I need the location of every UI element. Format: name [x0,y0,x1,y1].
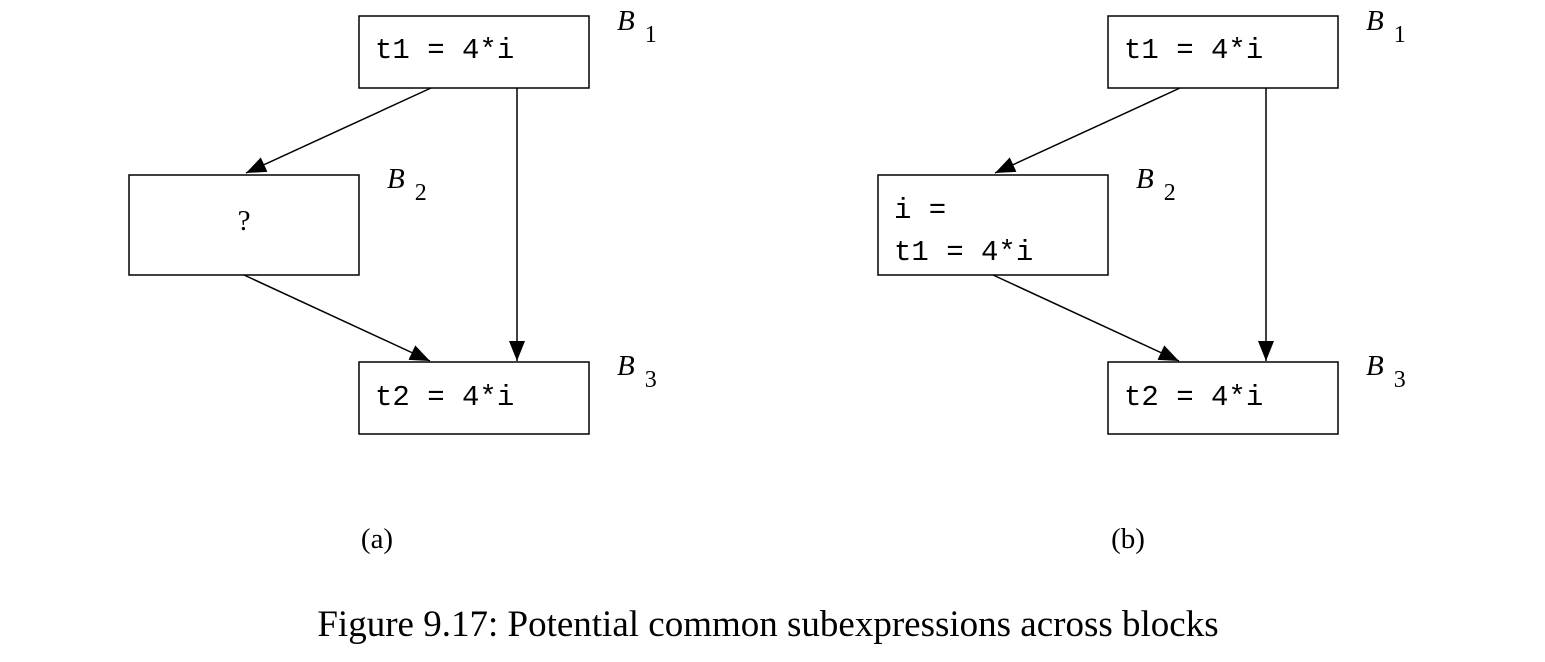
block-b2-box [128,174,360,276]
block-b3-box [358,361,590,435]
block-b1-label-sub: 1 [1394,22,1406,48]
block-b3-label-sub: 3 [645,367,657,393]
block-b3-label-sub: 3 [1394,367,1406,393]
panel-label-a: (a) [361,523,393,555]
block-b1-code-line: t1 = 4*i [375,34,514,67]
block-b1-label-sub: 1 [645,22,657,48]
block-b2-label-sub: 2 [1164,180,1176,206]
panel-label-b: (b) [1111,523,1145,555]
edge-b2-to-b3 [992,274,1180,362]
block-b2-label-name: B [1136,163,1154,195]
edge-b1-to-b2 [994,87,1181,174]
figure-caption: Figure 9.17: Potential common subexpress… [317,604,1218,645]
block-b1-label-name: B [617,5,635,37]
block-b3-box [1107,361,1339,435]
block-b2-label-sub: 2 [415,180,427,206]
block-b2-placeholder: ? [238,205,251,237]
block-b2-box [877,174,1109,276]
block-b1-box [1107,15,1339,89]
block-b1-label-name: B [1366,5,1384,37]
block-b3-label-name: B [1366,350,1384,382]
edge-b1-to-b2 [245,87,432,174]
block-b2-code-line-1: i = [894,194,946,227]
block-b1-box [358,15,590,89]
block-b1-code-line: t1 = 4*i [1124,34,1263,67]
block-b2-label-name: B [387,163,405,195]
block-b3-code-line: t2 = 4*i [375,381,514,414]
block-b2-code-line-2: t1 = 4*i [894,236,1033,269]
edge-b2-to-b3 [243,274,431,362]
block-b3-code-line: t2 = 4*i [1124,381,1263,414]
block-b3-label-name: B [617,350,635,382]
